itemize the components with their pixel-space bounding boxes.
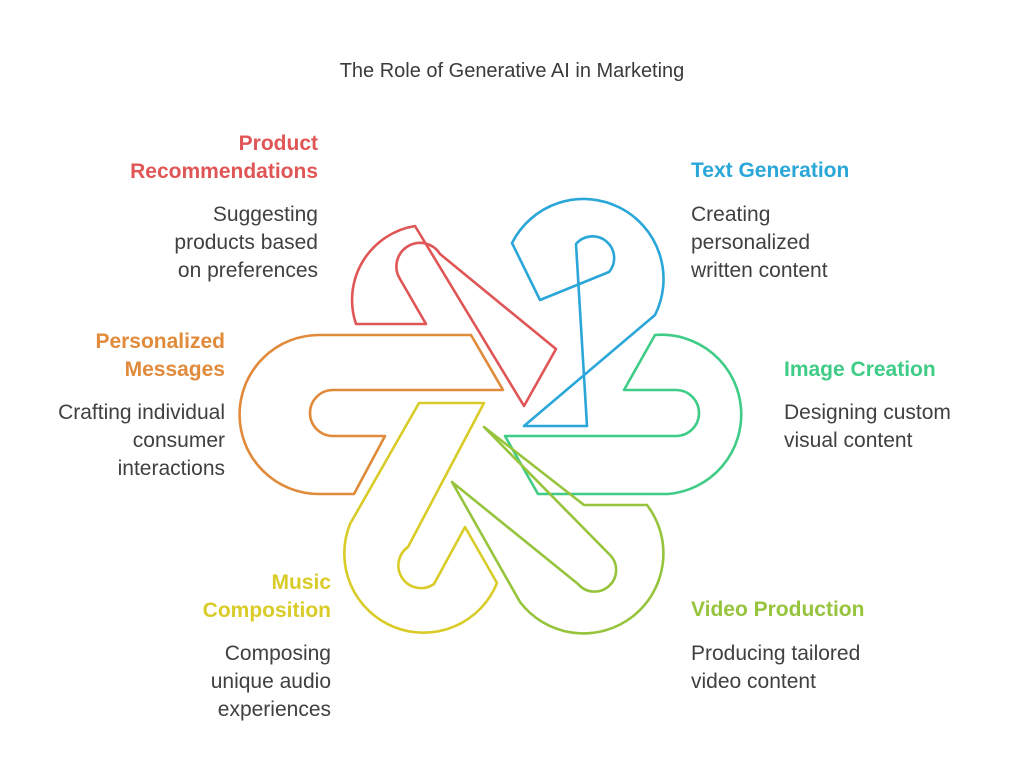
product-recommendations-description: Suggesting products based on preferences bbox=[174, 201, 318, 285]
music-title-line1: Music bbox=[271, 571, 331, 594]
product-desc-line1: Suggesting bbox=[212, 203, 318, 226]
music-desc-line2: unique audio bbox=[210, 670, 331, 693]
video-desc-line2: video content bbox=[691, 670, 816, 693]
personalized-desc-line3: interactions bbox=[117, 457, 225, 480]
product-title-line1: Product bbox=[238, 132, 318, 155]
music-title-line2: Composition bbox=[202, 599, 331, 622]
loop-video-production bbox=[450, 425, 665, 635]
video-desc-line1: Producing tailored bbox=[691, 642, 861, 665]
personalized-messages-heading: Personalized Messages bbox=[95, 328, 225, 384]
loop-text-generation bbox=[510, 197, 665, 428]
text-desc-line2: personalized bbox=[691, 231, 811, 254]
image-creation-heading: Image Creation bbox=[784, 358, 936, 381]
diagram-title: The Role of Generative AI in Marketing bbox=[339, 60, 685, 82]
product-recommendations-heading: Product Recommendations bbox=[130, 130, 318, 186]
product-desc-line3: on preferences bbox=[177, 259, 318, 282]
music-desc-line3: experiences bbox=[217, 698, 331, 721]
music-composition-heading: Music Composition bbox=[203, 569, 331, 625]
personalized-title-line2: Messages bbox=[124, 358, 225, 381]
product-desc-line2: products based bbox=[174, 231, 318, 254]
music-composition-description: Composing unique audio experiences bbox=[211, 640, 331, 724]
text-desc-line1: Creating bbox=[691, 203, 771, 226]
text-generation-heading: Text Generation bbox=[691, 159, 850, 182]
loop-personalized-messages bbox=[238, 333, 505, 496]
loop-music-composition bbox=[343, 401, 499, 634]
personalized-desc-line2: consumer bbox=[132, 429, 225, 452]
image-desc-line2: visual content bbox=[784, 429, 913, 452]
loop-product-recommendations bbox=[350, 224, 558, 408]
text-generation-description: Creating personalized written content bbox=[691, 201, 828, 285]
loop-image-creation bbox=[503, 333, 743, 496]
personalized-messages-description: Crafting individual consumer interaction… bbox=[58, 399, 225, 483]
image-desc-line1: Designing custom bbox=[784, 401, 951, 424]
video-production-description: Producing tailored video content bbox=[691, 640, 860, 696]
product-title-line2: Recommendations bbox=[130, 160, 318, 183]
personalized-desc-line1: Crafting individual bbox=[58, 401, 225, 424]
music-desc-line1: Composing bbox=[224, 642, 331, 665]
personalized-title-line1: Personalized bbox=[95, 330, 225, 353]
text-desc-line3: written content bbox=[691, 259, 828, 282]
video-production-heading: Video Production bbox=[691, 598, 865, 621]
image-creation-description: Designing custom visual content bbox=[784, 399, 951, 455]
